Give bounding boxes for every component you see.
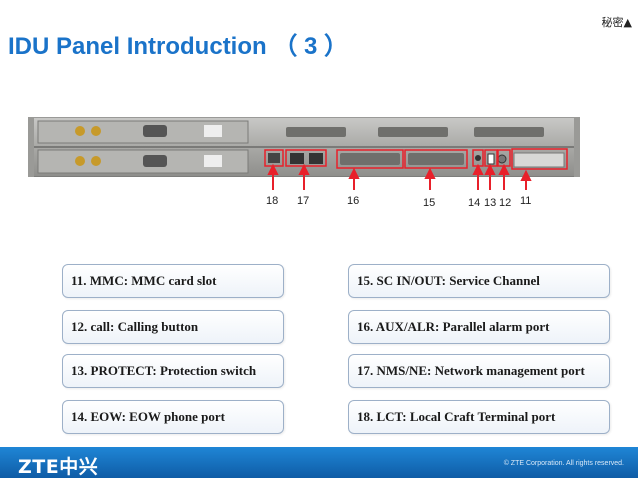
- callout-number-12: 12: [499, 197, 512, 209]
- item-box-lct: 18. LCT: Local Craft Terminal port: [348, 400, 610, 434]
- classification-label: 秘密▲: [601, 16, 632, 29]
- item-box-aux: 16. AUX/ALR: Parallel alarm port: [348, 310, 610, 344]
- item-box-call: 12. call: Calling button: [62, 310, 284, 344]
- page-title: IDU Panel Introduction （ 3 ）: [8, 33, 349, 60]
- zte-logo: ZTE中兴: [18, 456, 99, 478]
- item-box-mmc: 11. MMC: MMC card slot: [62, 264, 284, 298]
- callout-number-14: 14: [468, 197, 481, 209]
- callout-number-18: 18: [266, 195, 279, 207]
- callout-number-13: 13: [484, 197, 497, 209]
- item-box-nms: 17. NMS/NE: Network management port: [348, 354, 610, 388]
- callout-number-16: 16: [347, 195, 360, 207]
- item-box-sc: 15. SC IN/OUT: Service Channel: [348, 264, 610, 298]
- item-box-protect: 13. PROTECT: Protection switch: [62, 354, 284, 388]
- header-band: [0, 0, 638, 58]
- idu-panel-illustration: [28, 117, 580, 177]
- callout-number-11: 11: [520, 195, 532, 207]
- callout-number-17: 17: [297, 195, 310, 207]
- item-box-eow: 14. EOW: EOW phone port: [62, 400, 284, 434]
- idu-panel-photo: [28, 117, 580, 177]
- footer-band: [0, 447, 638, 478]
- callout-number-15: 15: [423, 197, 436, 209]
- copyright-text: © ZTE Corporation. All rights reserved.: [503, 460, 624, 467]
